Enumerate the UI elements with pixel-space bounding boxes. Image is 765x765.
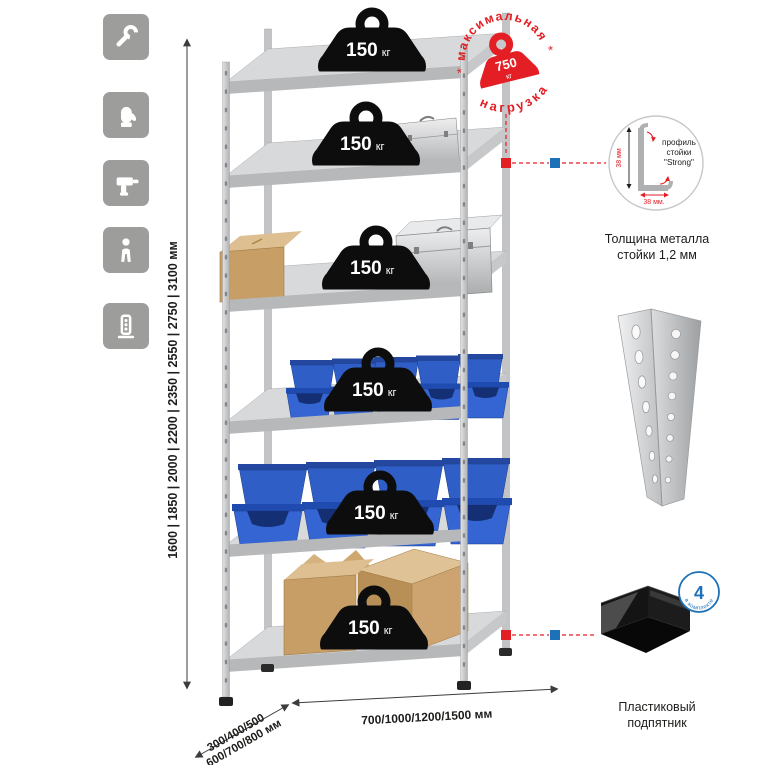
drill-glyph	[116, 177, 139, 196]
stamp-weight-unit: кг	[505, 71, 513, 81]
profile-caption-line1: Толщина металла	[604, 232, 710, 246]
callout-marker-blue-top	[550, 158, 560, 168]
foot-front-left	[219, 697, 233, 706]
person-icon	[103, 227, 149, 273]
kit-count-badge: 4 в комплекте	[678, 571, 720, 613]
depth-dimension: 300/400/500 600/700/800 мм	[194, 704, 290, 765]
upright-post-image	[617, 308, 702, 507]
stamp-star-left: *	[455, 65, 464, 81]
profile-label-2: стойки	[666, 148, 691, 157]
callout-marker-red-bottom	[501, 630, 511, 640]
rack-profile-glyph	[117, 314, 135, 339]
profile-dim-bottom: 38 мм.	[643, 199, 664, 206]
stamp-star-right: *	[547, 42, 556, 58]
front-left-post	[222, 61, 230, 698]
height-dimension: 1600 | 1850 | 2000 | 2200 | 2350 | 2550 …	[166, 38, 191, 690]
profile-dim-side: 38 мм	[616, 148, 623, 168]
profile-angle-shape	[638, 128, 668, 191]
front-right-post	[460, 45, 468, 682]
foot-back-right	[499, 648, 512, 656]
kit-count-value: 4	[694, 583, 704, 603]
back-left-post	[264, 28, 272, 665]
stamp-weight-value: 750	[494, 54, 519, 74]
profile-label-3: "Strong"	[664, 158, 694, 167]
foot-front-right	[457, 681, 471, 690]
stamp-weight-handle	[489, 32, 514, 57]
profile-caption: Толщина металла стойки 1,2 мм	[582, 231, 732, 264]
bend-arrow-right	[659, 176, 670, 185]
width-label: 700/1000/1200/1500 мм	[361, 707, 493, 728]
plastic-foot-image	[600, 585, 691, 653]
profile-caption-line2: стойки 1,2 мм	[617, 248, 697, 263]
callout-marker-red-top	[501, 158, 511, 168]
callout-connectors	[505, 114, 606, 636]
stamp-weight-body	[480, 51, 540, 89]
bend-arrow-top	[646, 131, 657, 142]
callout-marker-blue-bottom	[550, 630, 560, 640]
gloves-icon	[103, 92, 149, 138]
wrench-glyph	[116, 25, 138, 47]
drill-icon	[103, 160, 149, 206]
foot-caption-line2: подпятник	[627, 716, 687, 731]
cardboard-box	[219, 231, 302, 303]
rack-profile-icon	[103, 303, 149, 349]
person-glyph	[121, 238, 131, 262]
width-dimension: 700/1000/1200/1500 мм	[291, 685, 559, 728]
profile-label-1: профиль	[662, 138, 696, 147]
foot-caption-line1: Пластиковый	[618, 700, 696, 714]
gloves-glyph	[121, 106, 137, 127]
foot-back-left	[261, 664, 274, 672]
profile-detail-circle: 38 мм 38 мм. профиль стойки "Strong"	[608, 115, 704, 211]
wrench-icon	[103, 14, 149, 60]
foot-caption: Пластиковый подпятник	[582, 699, 732, 732]
height-label: 1600 | 1850 | 2000 | 2200 | 2350 | 2550 …	[166, 241, 180, 559]
